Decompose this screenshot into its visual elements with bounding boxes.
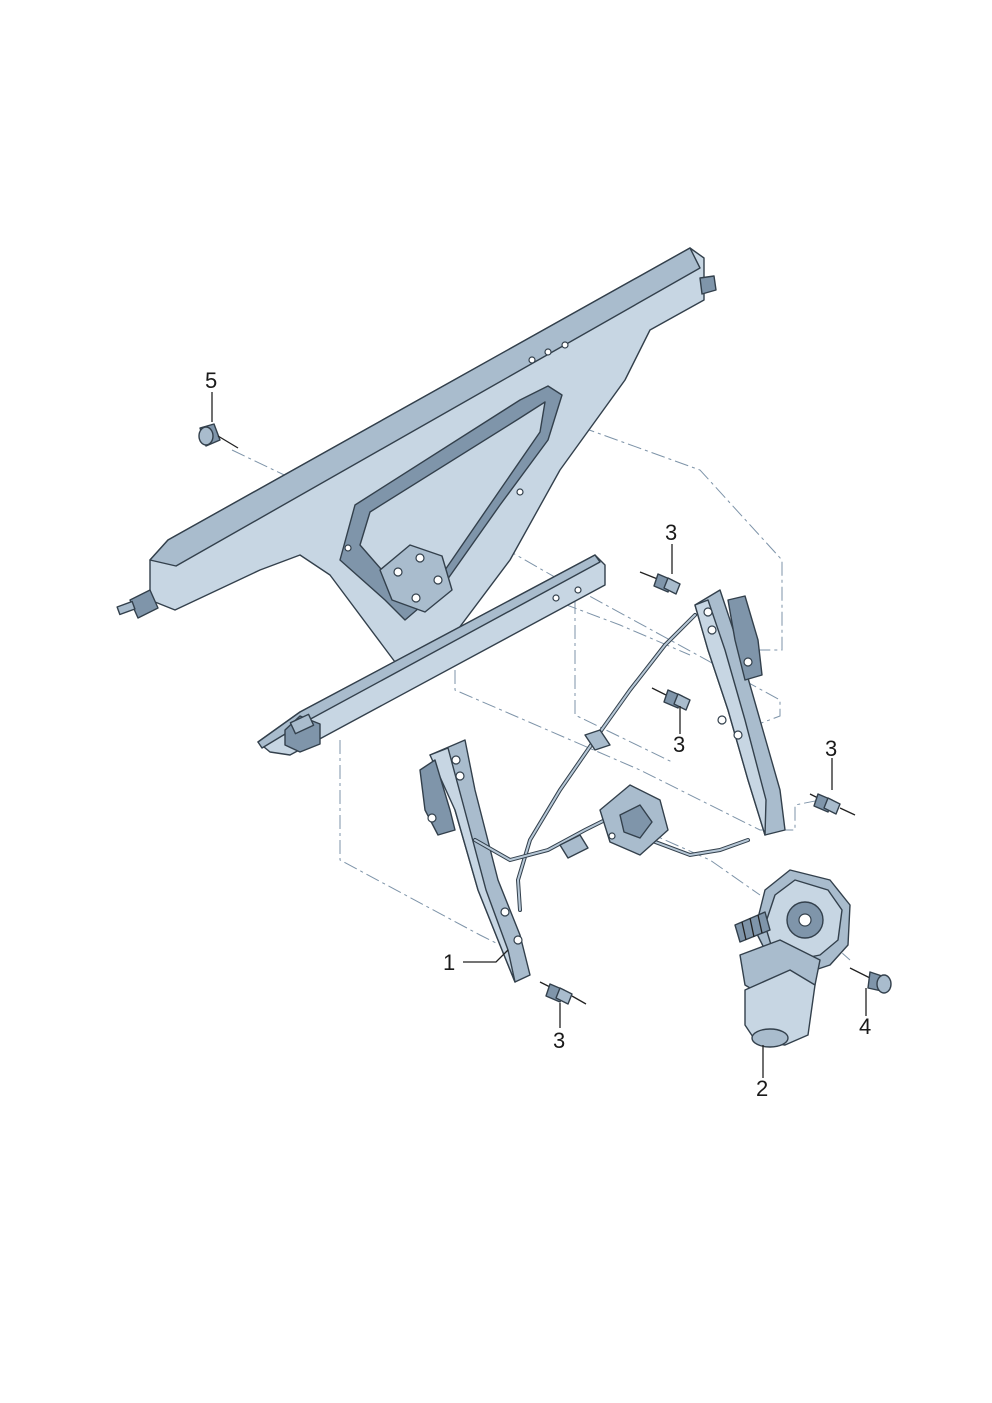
frame-screw [198,423,239,449]
rivet-fastener-bottom [539,981,587,1005]
callout-3-top: 3 [665,520,677,545]
callout-3-right: 3 [825,736,837,761]
callout-2: 2 [756,1076,768,1101]
callout-3-bottom: 3 [553,1028,565,1053]
door-frame-panel [116,247,717,666]
callout-1: 1 [443,950,455,975]
leader-lines [211,392,867,1078]
lower-rail [257,554,606,756]
callout-5: 5 [205,368,217,393]
callout-labels: 5 3 3 3 1 3 2 4 [205,368,871,1101]
callout-4: 4 [859,1014,871,1039]
window-regulator [419,589,786,983]
rivet-fastener-top [639,571,681,595]
rivet-fastener-right [809,793,856,816]
window-motor [734,869,851,1048]
motor-screw [849,967,892,994]
rivet-fastener-middle [651,687,691,711]
callout-3-middle: 3 [673,732,685,757]
